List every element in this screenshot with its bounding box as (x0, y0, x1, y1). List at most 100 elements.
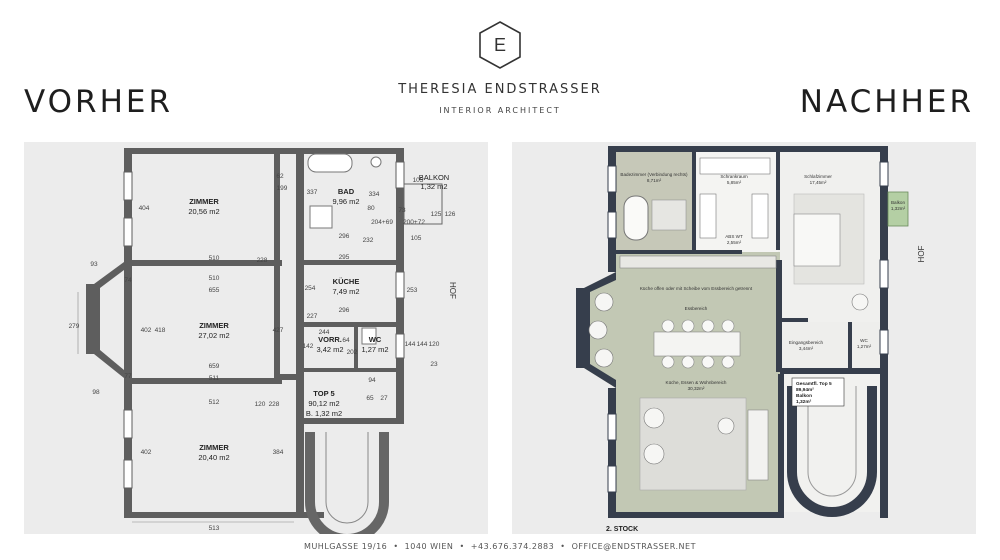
gesamt-balkon: Balkon (796, 393, 812, 399)
room-zimmer-3: ZIMMER (199, 443, 229, 452)
gesamt-area: 89,94m² (796, 387, 814, 393)
dim-93: 93 (90, 261, 98, 268)
room-balkon: BALKON (419, 173, 449, 182)
dim-94: 94 (368, 377, 376, 384)
dim-295: 295 (339, 254, 350, 261)
dim-337: 337 (307, 189, 318, 196)
dim-655: 655 (209, 287, 220, 294)
footer-sep-1: • (390, 542, 402, 551)
dim-80: 80 (367, 205, 375, 212)
room-balkon-area: 1,32 m2 (420, 182, 447, 191)
room-kuche: KÜCHE (333, 277, 360, 286)
dim-23: 23 (430, 361, 438, 368)
dim-73: 73 (398, 207, 406, 214)
label-kuche-ess-area: 30,32m² (688, 386, 705, 391)
stock-label: 2. STOCK (606, 526, 638, 533)
label-wc: WC (860, 338, 868, 343)
nachher-floorplan: Badezimmer (Verbindung rechts) 8,71m² Sc… (576, 146, 926, 533)
label-kuche-ess: Küche, Essen & Wohnbereich (666, 380, 727, 385)
room-bad-area: 9,96 m2 (332, 197, 359, 206)
label-bad: Badezimmer (Verbindung rechts) (620, 172, 688, 177)
vorher-floorplan: ZIMMER 20,56 m2 BAD 9,96 m2 BALKON 1,32 … (69, 148, 457, 544)
footer-city: 1040 WIEN (404, 542, 454, 551)
label-schrank-area: 5,85m² (727, 180, 742, 185)
room-vorr: VORR. (318, 335, 342, 344)
footer-email[interactable]: OFFICE@ENDSTRASSER.NET (571, 542, 696, 551)
room-zimmer-2-area: 27,02 m2 (198, 331, 229, 340)
dim-512: 512 (209, 399, 220, 406)
room-wc: WC (369, 335, 382, 344)
logo-letter: E (494, 35, 506, 55)
dim-105-a: 105 (413, 177, 424, 184)
room-zimmer-1: ZIMMER (189, 197, 219, 206)
dim-98: 98 (92, 389, 100, 396)
label-kitchen-note: Küche offen oder mit Scheibe vom Essbere… (640, 286, 753, 291)
vorher-plan-panel: ZIMMER 20,56 m2 BAD 9,96 m2 BALKON 1,32 … (24, 142, 488, 544)
label-bad-area: 8,71m² (647, 178, 662, 183)
top-balkon: B. 1,32 m2 (306, 409, 342, 418)
label-wc-small: ABS WT (725, 234, 743, 239)
dim-659: 659 (209, 363, 220, 370)
room-bad: BAD (338, 187, 355, 196)
footer-address: MUHLGASSE 19/16 (304, 542, 388, 551)
dim-199: 199 (277, 185, 288, 192)
dim-65: 65 (366, 395, 374, 402)
room-zimmer-3-area: 20,40 m2 (198, 453, 229, 462)
dim-144-a: 144 (405, 341, 416, 348)
dim-513: 513 (209, 525, 220, 532)
dim-296-a: 296 (339, 233, 350, 240)
dim-296-b: 296 (339, 307, 350, 314)
room-vorr-area: 3,42 m2 (316, 345, 343, 354)
dim-204-69: 204+69 (371, 219, 393, 226)
dim-120-a: 120 (429, 341, 440, 348)
dim-144-b: 144 (417, 341, 428, 348)
dim-62: 62 (276, 173, 284, 180)
top-area: 90,12 m2 (308, 399, 339, 408)
vorher-title: VORHER (24, 84, 174, 120)
dim-202: 202 (347, 349, 358, 356)
nachher-hof-label: HOF (917, 245, 926, 262)
label-wc-area: 1,27m² (857, 344, 872, 349)
dim-125: 125 (431, 211, 442, 218)
label-wc-small-area: 2,55m² (727, 240, 742, 245)
dim-384: 384 (273, 449, 284, 456)
room-zimmer-2: ZIMMER (199, 321, 229, 330)
label-eingang: Eingangsbereich (789, 340, 824, 345)
dim-244: 244 (319, 329, 330, 336)
room-zimmer-1-area: 20,56 m2 (188, 207, 219, 216)
dim-418: 418 (155, 327, 166, 334)
dim-228-b: 228 (269, 401, 280, 408)
dim-120-b: 120 (255, 401, 266, 408)
label-balkon-area: 1,32m² (891, 206, 906, 211)
label-balkon: Balkon (891, 200, 905, 205)
dim-510-a: 510 (209, 255, 220, 262)
dim-404-a: 404 (139, 205, 150, 212)
dim-334: 334 (369, 191, 380, 198)
footer-phone[interactable]: +43.676.374.2883 (470, 542, 555, 551)
nachher-title: NACHHER (799, 84, 974, 120)
dim-253: 253 (407, 287, 418, 294)
footer-sep-3: • (557, 542, 569, 551)
dim-142: 142 (303, 343, 314, 350)
footer-sep-2: • (456, 542, 468, 551)
dim-74: 74 (124, 277, 132, 284)
dim-511: 511 (209, 375, 220, 382)
label-essbereich: Essbereich (685, 306, 708, 311)
label-schrank: Schrankraum (720, 174, 747, 179)
dim-64: 64 (342, 337, 350, 344)
brand-name: THERESIA ENDSTRASSER (398, 82, 602, 97)
dim-254: 254 (305, 285, 316, 292)
dim-27: 27 (380, 395, 388, 402)
dim-200-72: 200+72 (403, 219, 425, 226)
dim-232: 232 (363, 237, 374, 244)
vorher-hof-label: HOF (448, 282, 457, 299)
room-kuche-area: 7,49 m2 (332, 287, 359, 296)
gesamt-title: Gesamtfl. Top 5 (796, 381, 832, 387)
dim-427: 427 (273, 327, 284, 334)
dim-126: 126 (445, 211, 456, 218)
top-label: TOP 5 (313, 389, 334, 398)
room-wc-area: 1,27 m2 (361, 345, 388, 354)
brand-logo: E (476, 20, 524, 70)
dim-227: 227 (307, 313, 318, 320)
dim-228-a: 228 (257, 257, 268, 264)
